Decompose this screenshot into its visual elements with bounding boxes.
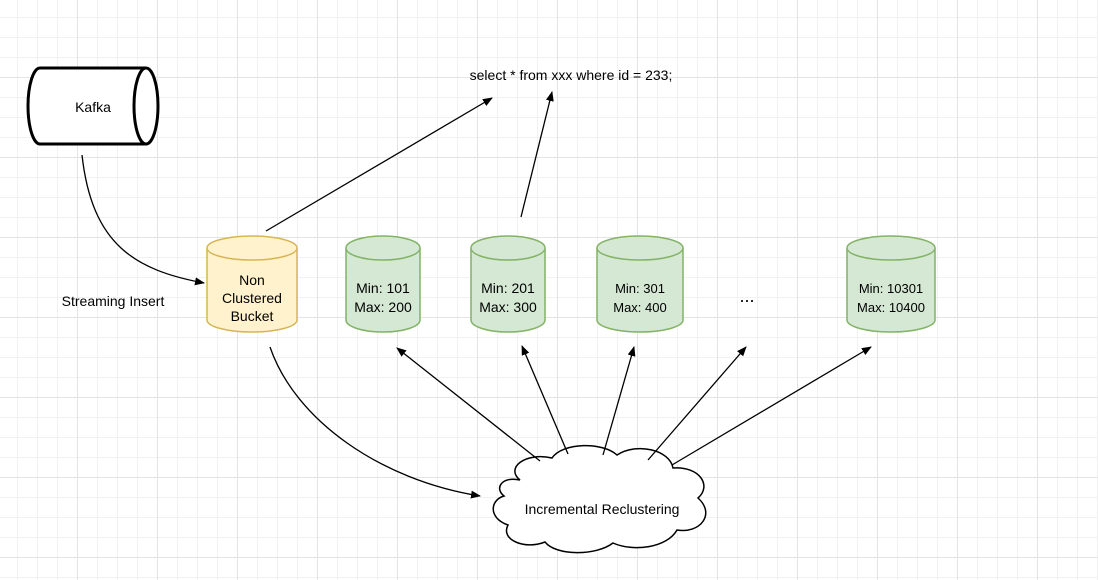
kafka-label: Kafka — [75, 99, 111, 115]
bucket-1: Min: 101 Max: 200 — [345, 235, 421, 333]
bucket-4-max: Max: 10400 — [857, 300, 925, 315]
arrow-reclustering-to-ellipsis — [647, 346, 747, 461]
streaming-insert-label: Streaming Insert — [62, 293, 165, 309]
arrow-reclustering-to-bucket3 — [602, 346, 636, 456]
bucket-4-min: Min: 10301 — [859, 281, 923, 296]
bucket-3: Min: 301 Max: 400 — [596, 235, 684, 333]
bucket-3-min: Min: 301 — [615, 281, 665, 296]
ellipsis-label: ... — [739, 286, 754, 306]
bucket-1-min: Min: 101 — [356, 280, 410, 296]
bucket-4: Min: 10301 Max: 10400 — [846, 235, 936, 333]
reclustering-label: Incremental Reclustering — [525, 501, 680, 517]
reclustering-cloud: Incremental Reclustering — [492, 444, 707, 554]
kafka-source: Kafka — [26, 66, 160, 146]
arrow-reclustering-to-bucket1 — [396, 347, 541, 462]
non-clustered-body — [206, 248, 298, 333]
arrow-reclustering-to-bucket4 — [671, 346, 872, 466]
arrow-nonclustered-to-reclustering — [269, 346, 481, 499]
bucket-2: Min: 201 Max: 300 — [470, 235, 546, 333]
bucket-2-min: Min: 201 — [481, 280, 535, 296]
bucket-2-max: Max: 300 — [479, 299, 537, 315]
bucket-1-max: Max: 200 — [354, 299, 412, 315]
query-text: select * from xxx where id = 233; — [470, 67, 673, 83]
arrow-kafka-to-bucket — [81, 154, 205, 286]
arrow-nonclustered-to-query — [265, 97, 493, 232]
non-clustered-bucket: Non Clustered Bucket — [206, 235, 298, 333]
non-clustered-line-2: Clustered — [222, 290, 282, 306]
non-clustered-line-1: Non — [239, 272, 265, 288]
non-clustered-top — [206, 235, 298, 261]
bucket-3-max: Max: 400 — [613, 300, 666, 315]
arrow-bucket2-to-query — [520, 91, 554, 218]
non-clustered-line-3: Bucket — [231, 308, 274, 324]
arrow-reclustering-to-bucket2 — [521, 345, 569, 455]
